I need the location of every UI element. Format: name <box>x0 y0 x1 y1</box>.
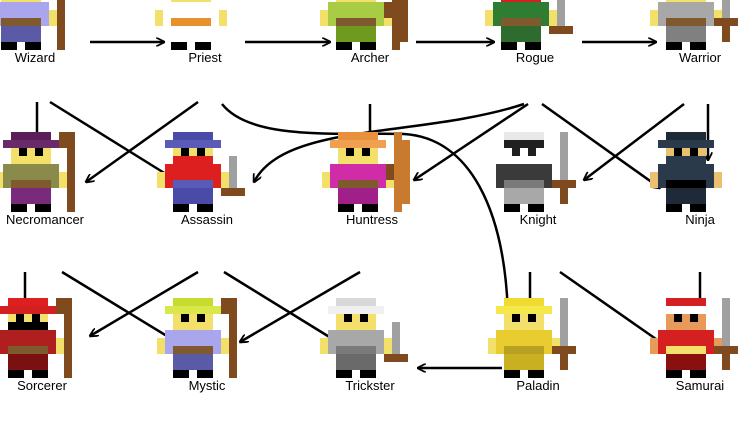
priest-sprite-icon <box>155 0 227 50</box>
knight-sprite-icon <box>488 132 576 212</box>
arrow-warrior-to-knight <box>584 103 685 180</box>
node-rogue: Rogue <box>485 0 585 82</box>
arrow-assassin-to-trickster <box>223 270 344 346</box>
warrior-label: Warrior <box>678 50 722 65</box>
necromancer-sprite-icon <box>0 132 75 212</box>
node-sorcerer: Sorcerer <box>0 298 92 410</box>
arrow-knight-to-samurai <box>559 270 666 346</box>
necromancer-label: Necromancer <box>5 212 85 227</box>
archer-label: Archer <box>350 50 390 65</box>
sorcerer-sprite-icon <box>0 298 72 378</box>
archer-sprite-icon <box>320 0 408 50</box>
node-mystic: Mystic <box>157 298 257 410</box>
huntress-label: Huntress <box>345 212 399 227</box>
node-trickster: Trickster <box>320 298 420 410</box>
node-samurai: Samurai <box>650 298 750 410</box>
node-warrior: Warrior <box>650 0 750 82</box>
arrow-rogue-to-ninja <box>541 102 660 188</box>
node-paladin: Paladin <box>488 298 588 410</box>
arrow-huntress-to-mystic <box>240 270 361 342</box>
ninja-label: Ninja <box>685 212 715 227</box>
arrow-priest-to-paladin <box>221 103 508 316</box>
ninja-sprite-icon <box>650 132 722 212</box>
arrow-assassin-to-sorcerer <box>90 270 199 336</box>
samurai-label: Samurai <box>675 378 725 393</box>
samurai-sprite-icon <box>650 298 738 378</box>
wizard-sprite-icon <box>0 0 65 50</box>
knight-label: Knight <box>519 212 557 227</box>
sorcerer-label: Sorcerer <box>17 378 67 393</box>
arrow-wizard-to-assassin <box>49 100 182 184</box>
wizard-label: Wizard <box>14 50 56 65</box>
node-wizard: Wizard <box>0 0 85 82</box>
node-archer: Archer <box>320 0 420 82</box>
assassin-sprite-icon <box>157 132 245 212</box>
node-huntress: Huntress <box>322 132 422 244</box>
mystic-sprite-icon <box>157 298 237 378</box>
assassin-label: Assassin <box>180 212 234 227</box>
rogue-sprite-icon <box>485 0 573 50</box>
arrow-priest-to-necromancer <box>86 100 199 182</box>
paladin-label: Paladin <box>516 378 560 393</box>
edge-group <box>25 42 708 368</box>
arrow-rogue-to-huntress <box>414 102 529 180</box>
node-priest: Priest <box>155 0 255 82</box>
warrior-sprite-icon <box>650 0 738 50</box>
huntress-sprite-icon <box>322 132 410 212</box>
arrow-necromancer-to-mystic <box>61 270 180 344</box>
rogue-label: Rogue <box>515 50 555 65</box>
node-knight: Knight <box>488 132 588 244</box>
paladin-sprite-icon <box>488 298 576 378</box>
node-assassin: Assassin <box>157 132 257 244</box>
trickster-label: Trickster <box>345 378 395 393</box>
mystic-label: Mystic <box>188 378 226 393</box>
node-necromancer: Necromancer <box>0 132 95 244</box>
node-ninja: Ninja <box>650 132 750 244</box>
trickster-sprite-icon <box>320 298 408 378</box>
priest-label: Priest <box>188 50 222 65</box>
